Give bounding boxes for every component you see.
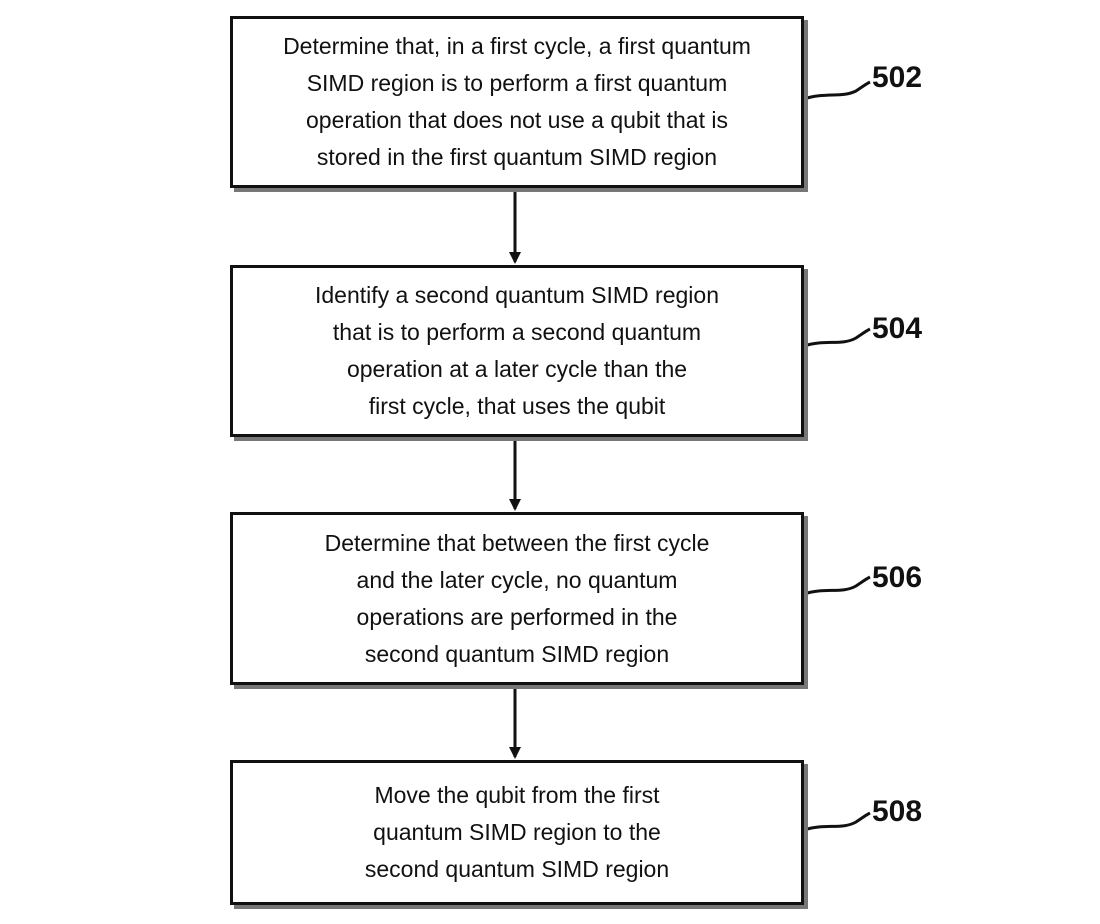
leader-line-502 (803, 80, 871, 101)
leader-line-506 (803, 575, 871, 596)
step-text-502: Determine that, in a first cycle, a firs… (283, 33, 751, 170)
step-text-508: Move the qubit from the first quantum SI… (364, 782, 670, 882)
leader-line-504 (803, 327, 871, 348)
step-box-502: Determine that, in a first cycle, a firs… (230, 16, 804, 188)
step-ref-label-508: 508 (872, 795, 923, 828)
step-ref-label-504: 504 (872, 312, 923, 345)
step-box-508: Move the qubit from the first quantum SI… (230, 760, 804, 905)
step-ref-label-506: 506 (872, 561, 923, 594)
step-ref-label-502: 502 (872, 61, 923, 94)
step-text-504: Identify a second quantum SIMD region th… (314, 282, 719, 419)
leader-line-508 (803, 811, 871, 832)
step-box-504: Identify a second quantum SIMD region th… (230, 265, 804, 437)
step-text-506: Determine that between the first cycle a… (324, 529, 710, 667)
step-box-506: Determine that between the first cycle a… (230, 512, 804, 685)
